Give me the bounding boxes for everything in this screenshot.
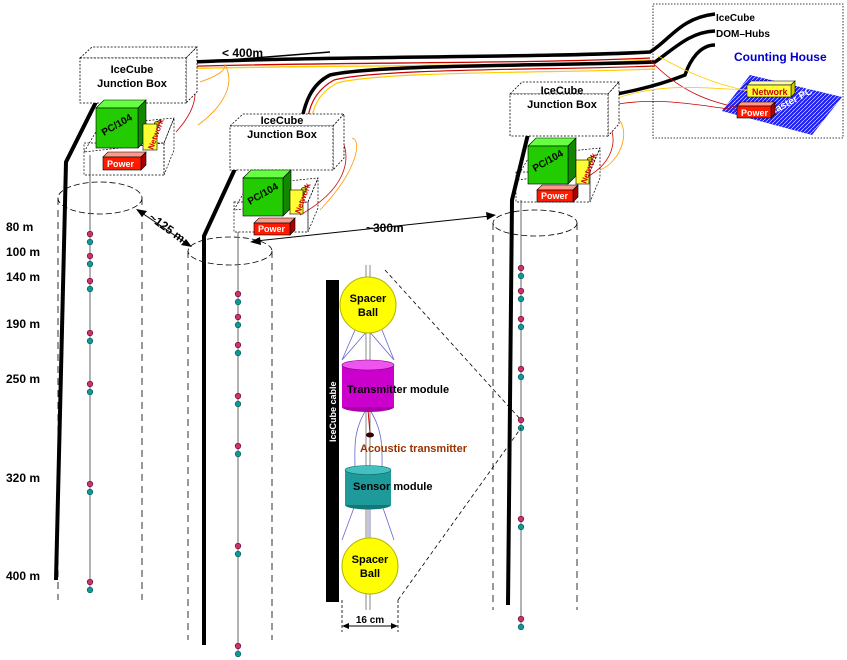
detail-inset: IceCube cable Spacer Ball Transmitter mo… bbox=[326, 265, 522, 632]
acoustic-transmitter-label: Acoustic transmitter bbox=[360, 443, 468, 455]
depth-scale: 80 m 100 m 140 m 190 m 250 m 320 m 400 m bbox=[6, 220, 40, 583]
master-network-label: Network bbox=[752, 87, 789, 97]
sensor-module-label: Sensor module bbox=[353, 481, 432, 493]
icecube-hub-label: IceCube bbox=[716, 13, 755, 24]
spacer-ball-bottom: Spacer Ball bbox=[341, 537, 399, 595]
electronics-1: PC/104 Network Power bbox=[83, 99, 175, 176]
icecube-cable-bar bbox=[326, 280, 339, 602]
module-width-label: 16 cm bbox=[356, 615, 384, 626]
junction-box-2: IceCube Junction Box bbox=[228, 112, 345, 172]
surface-cables bbox=[169, 12, 749, 216]
master-network-box: Network bbox=[746, 80, 796, 98]
junction-box-2-subtitle: Junction Box bbox=[247, 129, 318, 141]
power-label-1: Power bbox=[107, 159, 135, 169]
power-label-2: Power bbox=[258, 224, 286, 234]
string-1-sensors bbox=[86, 230, 94, 594]
junction-box-1: IceCube Junction Box bbox=[78, 46, 198, 104]
junction-box-3: IceCube Junction Box bbox=[509, 80, 620, 138]
spacer-ball-top-label: Spacer bbox=[350, 293, 387, 305]
sensor-module: Sensor module bbox=[344, 465, 432, 510]
master-pc: Master PC Network Power bbox=[722, 75, 842, 135]
junction-box-1-title: IceCube bbox=[111, 64, 154, 76]
string-3-sensors bbox=[517, 264, 525, 631]
electronics-2: PC/104 Network Power bbox=[233, 169, 319, 236]
counting-house: IceCube DOM–Hubs Counting House bbox=[652, 3, 844, 139]
string-2-sensors bbox=[234, 290, 242, 658]
counting-house-title: Counting House bbox=[734, 50, 827, 64]
transmitter-module: Transmitter module bbox=[341, 359, 449, 412]
junction-box-1-subtitle: Junction Box bbox=[97, 78, 168, 90]
spacer-ball-bottom-label: Spacer bbox=[352, 554, 389, 566]
string-2: IceCube Junction Box PC/104 Network Powe… bbox=[187, 112, 345, 658]
spacer-ball-top: Spacer Ball bbox=[339, 276, 397, 334]
depth-label-400: 400 m bbox=[6, 569, 40, 583]
junction-box-2-title: IceCube bbox=[261, 115, 304, 127]
depth-label-250: 250 m bbox=[6, 372, 40, 386]
string-3: IceCube Junction Box PC/104 Network Powe… bbox=[492, 80, 620, 631]
junction-box-3-subtitle: Junction Box bbox=[527, 99, 598, 111]
spacer-ball-bottom-label-2: Ball bbox=[360, 568, 380, 580]
distance-to-counting-house: < 400m bbox=[222, 46, 263, 60]
electronics-3: PC/104 Network Power bbox=[515, 137, 601, 203]
power-label-3: Power bbox=[541, 191, 569, 201]
depth-label-140: 140 m bbox=[6, 270, 40, 284]
junction-box-3-title: IceCube bbox=[541, 85, 584, 97]
transmitter-module-label: Transmitter module bbox=[347, 384, 449, 396]
master-power-box: Power bbox=[736, 101, 776, 119]
dom-hubs-label: DOM–Hubs bbox=[716, 29, 770, 40]
distance-string-1-2: ~125 m bbox=[146, 210, 187, 245]
string-1: IceCube Junction Box PC/104 Network Powe… bbox=[54, 46, 198, 600]
distance-string-2-3: ~300m bbox=[366, 221, 404, 235]
depth-label-100: 100 m bbox=[6, 245, 40, 259]
depth-label-190: 190 m bbox=[6, 317, 40, 331]
master-power-label: Power bbox=[741, 108, 769, 118]
depth-label-320: 320 m bbox=[6, 471, 40, 485]
spacer-ball-top-label-2: Ball bbox=[358, 307, 378, 319]
depth-label-80: 80 m bbox=[6, 220, 33, 234]
icecube-cable-label: IceCube cable bbox=[328, 381, 338, 442]
